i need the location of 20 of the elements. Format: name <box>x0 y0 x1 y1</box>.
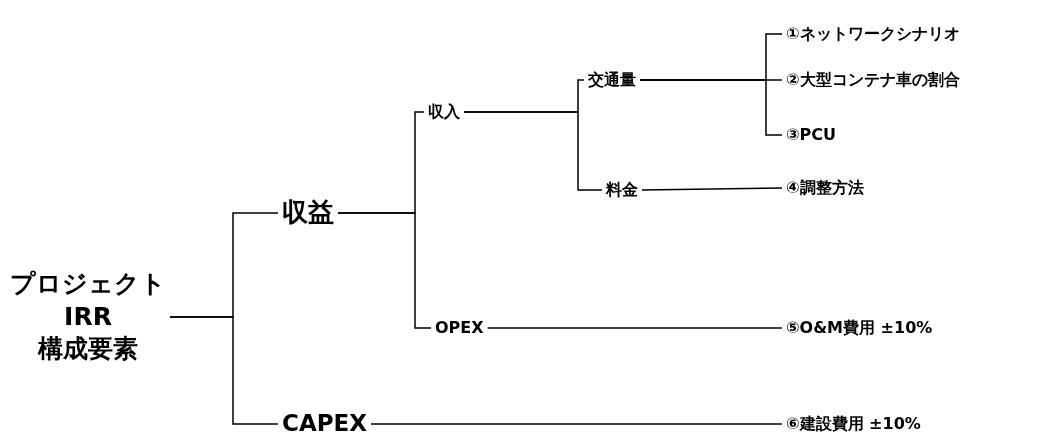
node-label: 収益 <box>282 197 334 228</box>
node-label: ②大型コンテナ車の割合 <box>786 69 960 89</box>
connector-line <box>641 187 783 191</box>
connector-line <box>370 423 783 425</box>
node-label: ③PCU <box>786 124 836 144</box>
node-label: CAPEX <box>282 410 367 437</box>
node-label: プロジェクト IRR 構成要素 <box>10 268 166 366</box>
node-label: 料金 <box>606 179 638 199</box>
node-label: 収入 <box>428 101 460 121</box>
connector-line <box>463 111 603 191</box>
connector-line <box>337 212 432 329</box>
node-label: ④調整方法 <box>786 177 864 197</box>
connector-line <box>169 316 279 425</box>
node-label: ①ネットワークシナリオ <box>786 23 960 43</box>
node-label: 交通量 <box>588 69 636 89</box>
connector-line <box>639 79 783 136</box>
node-label: ⑤O&M費用 ±10% <box>786 317 933 337</box>
node-label: OPEX <box>435 317 484 337</box>
node-label: ⑥建設費用 ±10% <box>786 413 921 433</box>
connector-line <box>486 327 783 329</box>
